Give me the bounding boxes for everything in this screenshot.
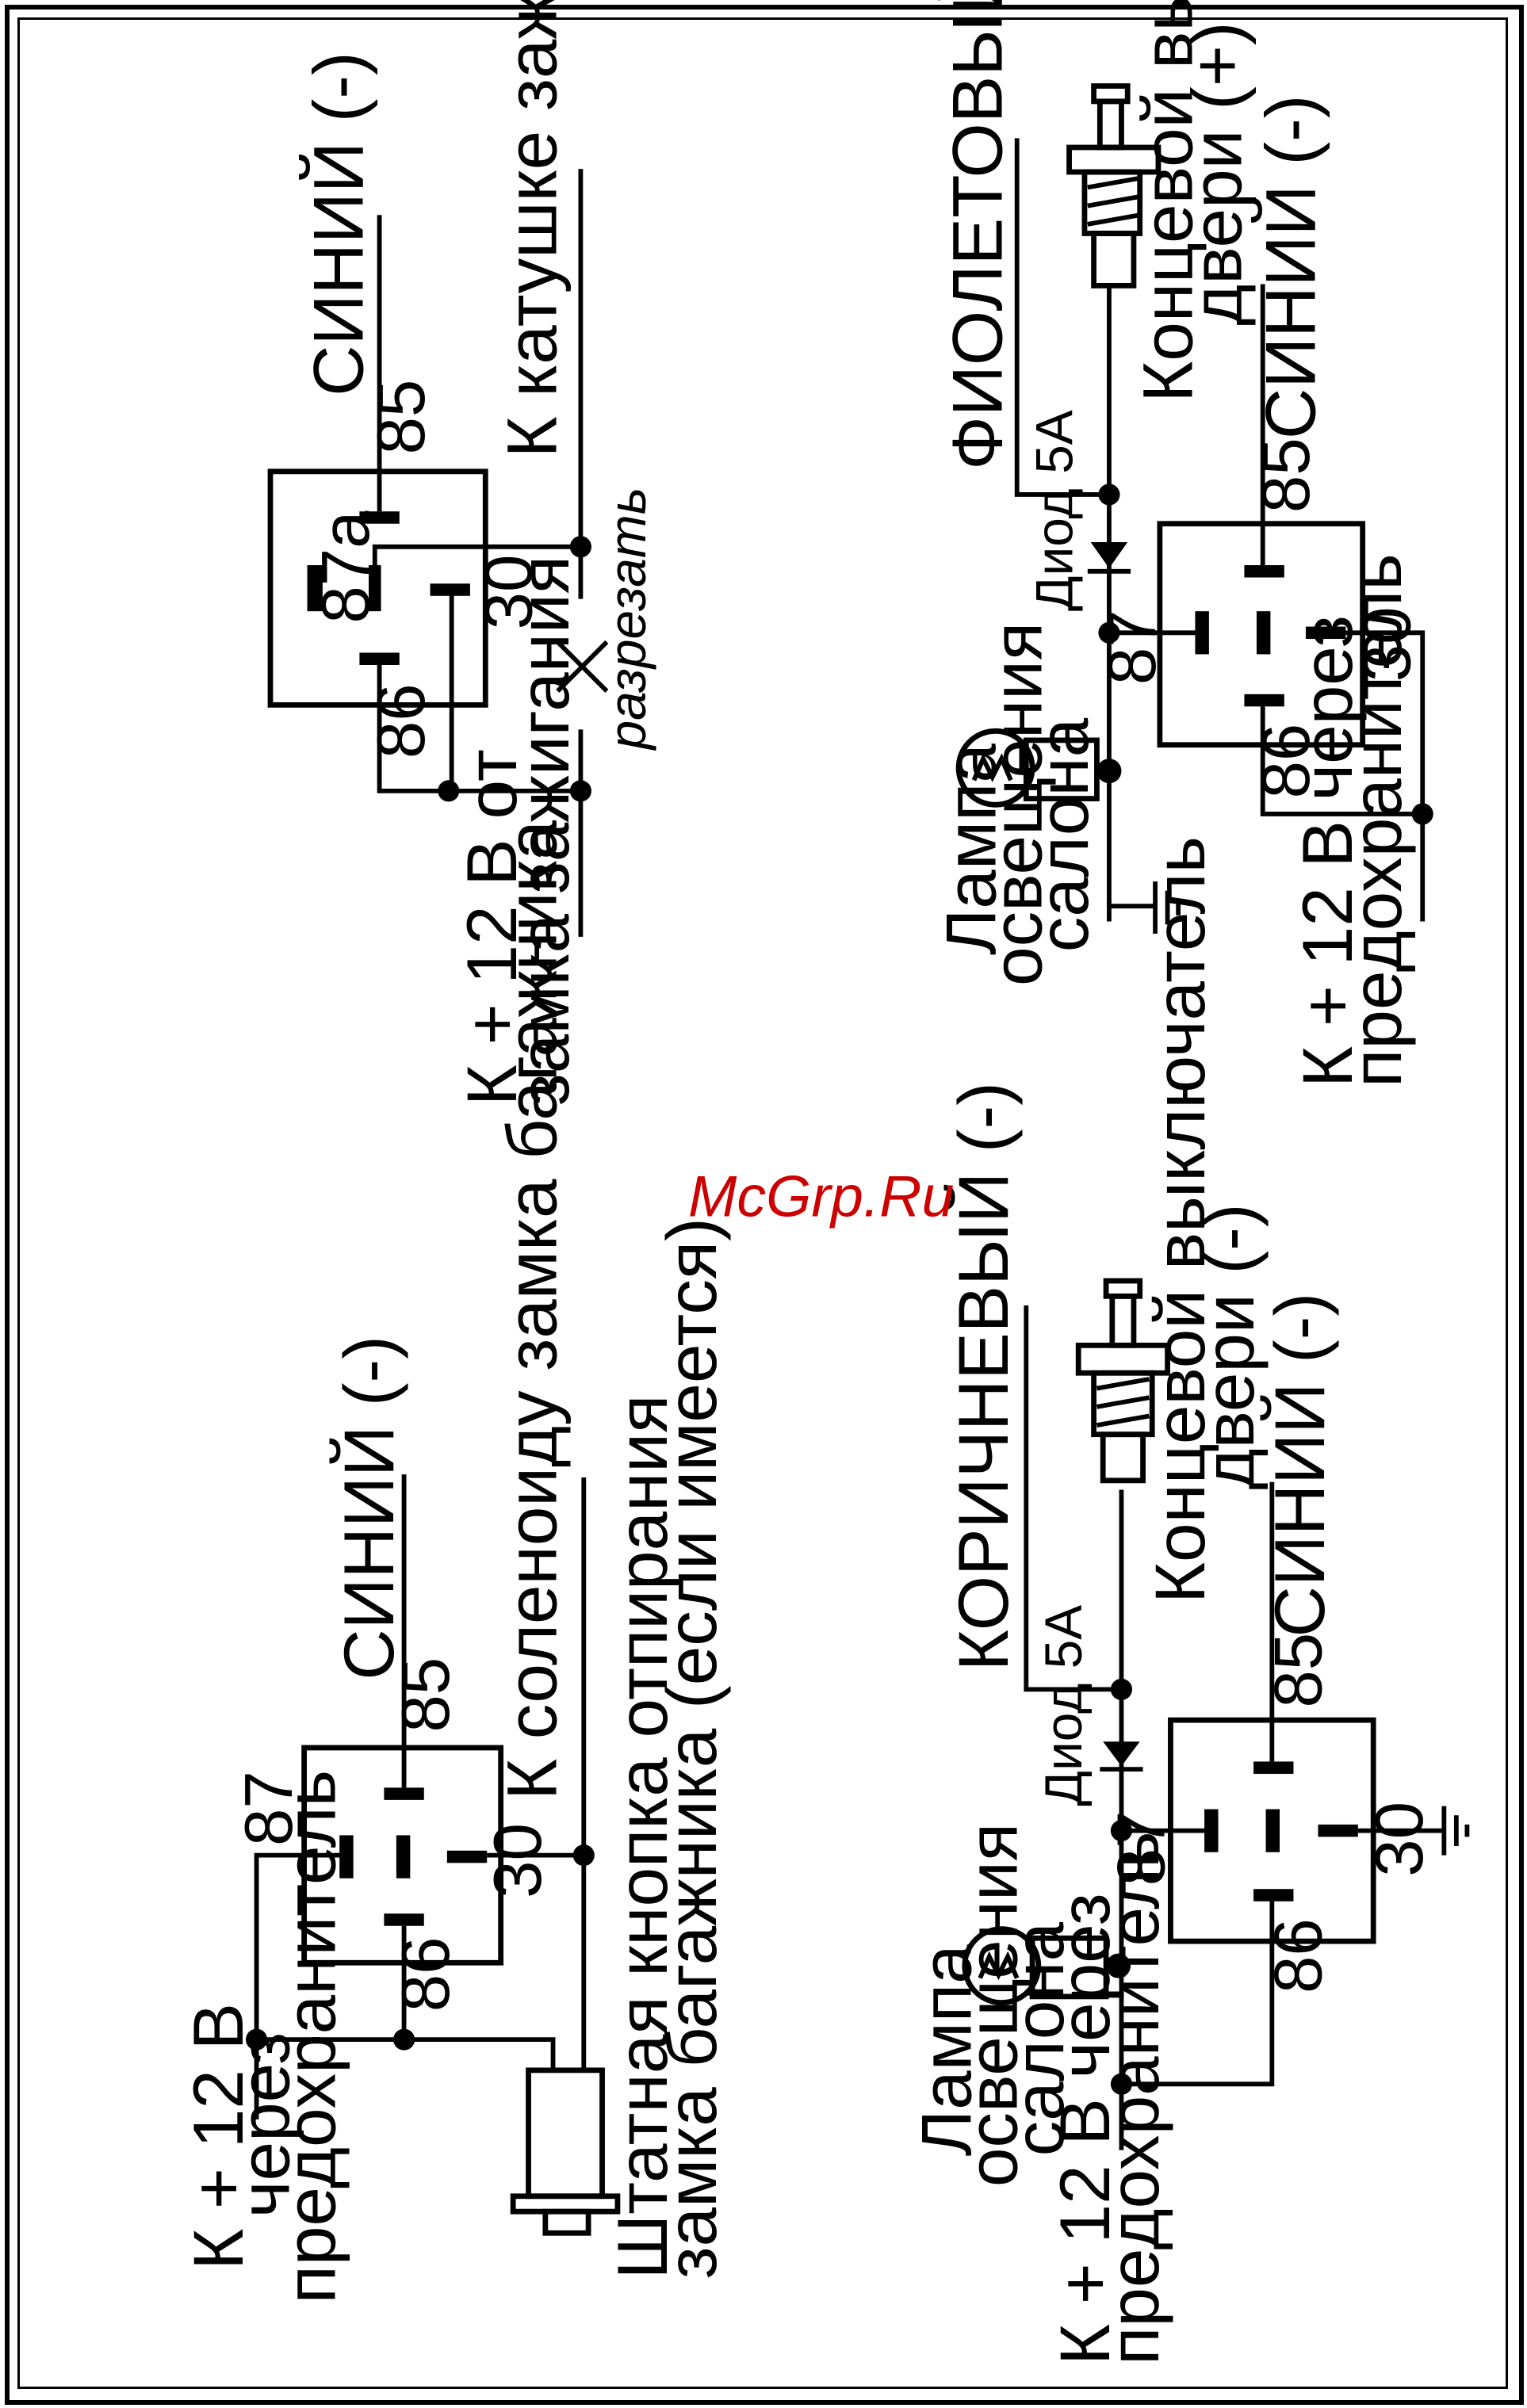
outer-frame — [5, 5, 1524, 2405]
trunk-supply-line-3: предохранитель — [270, 1770, 350, 2303]
door-plus-supply-line-1: К + 12 В через — [1288, 615, 1367, 1087]
ignition-relay-circuit: 85 87а 30 86 СИНИЙ (-) К катушке зажиган… — [267, 0, 656, 1106]
door-minus-wire-brown-label: КОРИЧНЕВЫЙ (-) — [943, 1082, 1023, 1671]
diode-icon — [1100, 1741, 1143, 1772]
door-plus-pin-86: 86 — [1249, 724, 1324, 799]
trunk-pin-30: 30 — [480, 1823, 556, 1898]
door-plus-wire-violet-label: ФИОЛЕТОВЫЙ (+) — [937, 0, 1016, 470]
door-minus-switch-label-2: двери (-) — [1189, 1203, 1269, 1489]
bulb-icon — [962, 1926, 1131, 2006]
trunk-pin-87: 87 — [232, 1771, 307, 1846]
trunk-supply-line-2: через — [224, 2032, 304, 2218]
trunk-pin-86: 86 — [388, 1936, 464, 2012]
door-minus-wire-blue-label: СИНИЙ (-) — [1260, 1293, 1339, 1638]
door-minus-switch-label-1: Концевой выключатель — [1140, 836, 1219, 1603]
ignition-pin-85: 85 — [364, 380, 439, 455]
door-minus-pin-87: 87 — [1104, 1811, 1180, 1886]
door-plus-lamp-label-2: освещения — [978, 622, 1057, 986]
door-plus-switch-label-2: двери (+) — [1177, 21, 1257, 325]
ground-icon — [1153, 881, 1181, 935]
trunk-supply-line-1: К + 12 В — [178, 2003, 258, 2270]
door-plus-pin-87: 87 — [1095, 610, 1170, 685]
ignition-supply-line-1: К + 12 В от — [452, 749, 531, 1106]
inner-frame — [17, 17, 1508, 2389]
trunk-relay-circuit: 85 87 30 86 СИНИЙ (-) К соленоиду замка … — [178, 820, 731, 2304]
trunk-button-label-1: Штатная кнопка отпирания — [603, 1395, 682, 2280]
trunk-wire-blue-label: СИНИЙ (-) — [329, 1336, 408, 1680]
door-minus-supply-line-2: предохранитель — [1094, 1831, 1173, 2364]
door-minus-lamp-label-1: Лампа — [907, 1944, 986, 2157]
door-plus-pin-85: 85 — [1249, 438, 1324, 513]
watermark-text: McGrp.Ru — [688, 1164, 954, 1229]
door-minus-supply-line-1: К + 12 В через — [1045, 1893, 1124, 2365]
ignition-pin-86: 86 — [364, 683, 439, 759]
door-plus-diode-label: Диод 5А — [1024, 410, 1083, 611]
diode-icon — [1087, 541, 1131, 574]
door-plus-lamp-label-3: салона — [1024, 717, 1103, 952]
trunk-pin-85: 85 — [388, 1657, 464, 1733]
cut-mark-icon — [556, 640, 609, 693]
door-minus-diode-label: Диод 5А — [1034, 1605, 1093, 1806]
door-plus-switch-label-1: Концевой выключатель — [1128, 0, 1207, 403]
ignition-pin-87a: 87а — [308, 510, 384, 624]
ignition-supply-line-2: замка зажигания — [504, 556, 584, 1106]
door-minus-pin-85: 85 — [1261, 1633, 1336, 1708]
door-minus-pin-86: 86 — [1261, 1918, 1336, 1993]
door-plus-relay-circuit: 85 87 30 86 ФИОЛЕТОВЫЙ (+) Концевой выкл… — [932, 0, 1433, 1087]
door-plus-supply-line-2: предохранитель — [1337, 553, 1416, 1087]
door-minus-lamp-label-2: освещения — [953, 1823, 1032, 2187]
door-plus-lamp-label-1: Лампа — [932, 743, 1011, 956]
door-minus-pin-30: 30 — [1362, 1802, 1437, 1877]
door-switch-icon — [1066, 83, 1162, 308]
trunk-to-solenoid-label: К соленоиду замка багажника — [492, 820, 571, 1800]
door-switch-icon — [1075, 1278, 1170, 1484]
door-plus-pin-30: 30 — [1350, 606, 1426, 682]
ignition-to-coil-label: К катушке зажигания — [492, 0, 571, 457]
ground-icon — [1441, 1806, 1470, 1856]
door-minus-lamp-label-3: салона — [999, 1922, 1078, 2157]
ignition-cut-label: разрезать — [598, 487, 656, 751]
door-plus-wire-blue-label: СИНИЙ (-) — [1251, 95, 1330, 440]
ignition-pin-30: 30 — [471, 555, 546, 630]
trunk-button-label-2: замка багажника (если имеется) — [652, 1217, 731, 2279]
bulb-icon — [955, 728, 1122, 808]
trunk-button-icon — [510, 2067, 621, 2236]
door-minus-relay-circuit: 85 87 30 86 КОРИЧНЕВЫЙ (-) Концевой выкл… — [907, 836, 1470, 2365]
ignition-wire-blue-label: СИНИЙ (-) — [298, 52, 377, 396]
